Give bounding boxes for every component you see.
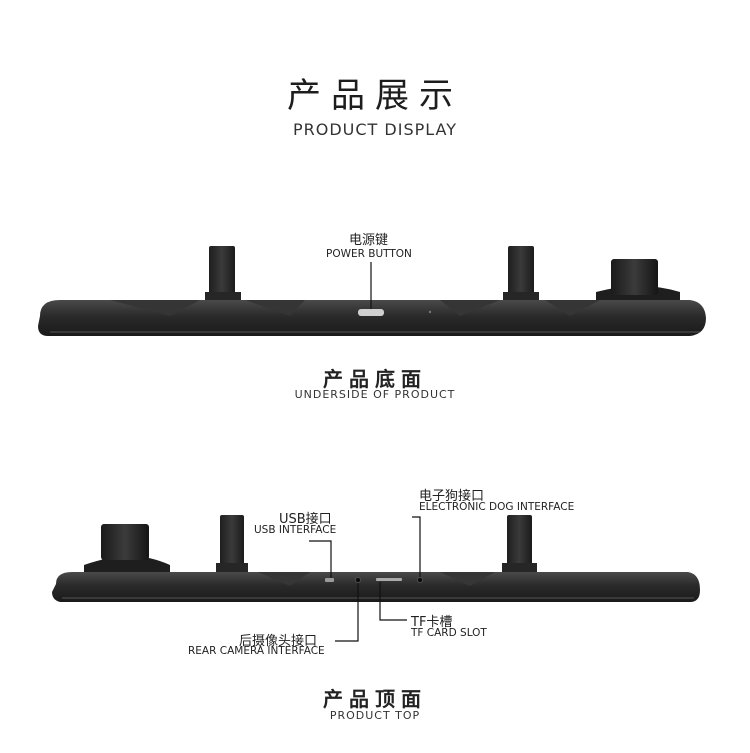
front-camera [101, 524, 149, 560]
mirror-body [38, 300, 706, 336]
tf-slot [376, 578, 402, 581]
power-label-en: POWER BUTTON [326, 248, 412, 260]
dog-label-en: ELECTRONIC DOG INTERFACE [419, 501, 575, 513]
tf-label-en: TF CARD SLOT [411, 627, 487, 639]
usb-label-en: USB INTERFACE [254, 524, 337, 536]
tf-label-cn: TF卡槽 [411, 615, 453, 630]
underside-mirror [38, 246, 706, 336]
mirror-body-top [52, 572, 700, 602]
page-title: 产品展示 [287, 76, 463, 116]
clip-right [508, 246, 534, 296]
top-section-subtitle: PRODUCT TOP [329, 709, 421, 722]
dog-label-cn: 电子狗接口 [419, 489, 485, 504]
power-label-cn: 电源键 [349, 233, 389, 248]
rear-camera-port [355, 577, 361, 583]
page-subtitle: PRODUCT DISPLAY [292, 120, 458, 139]
dog-leader-line [412, 516, 421, 577]
rear-cam-label-en: REAR CAMERA INTERFACE [188, 645, 325, 657]
power-button-shape [358, 309, 384, 316]
usb-port [325, 578, 334, 582]
clip-right-top [507, 515, 532, 567]
camera-lens [611, 259, 658, 295]
rear-cam-label-cn: 后摄像头接口 [239, 634, 318, 649]
dog-port [417, 577, 423, 583]
top-mirror [52, 515, 700, 602]
clip-left-top [220, 515, 244, 567]
underside-section-subtitle: UNDERSIDE OF PRODUCT [294, 388, 456, 401]
usb-leader-line [309, 540, 332, 578]
rear-cam-leader-line [335, 583, 359, 642]
top-section-title: 产品顶面 [323, 687, 427, 711]
tf-leader-line [379, 582, 407, 621]
clip-left [209, 246, 235, 296]
underside-section-title: 产品底面 [323, 367, 427, 391]
usb-label-cn: USB接口 [279, 512, 332, 527]
